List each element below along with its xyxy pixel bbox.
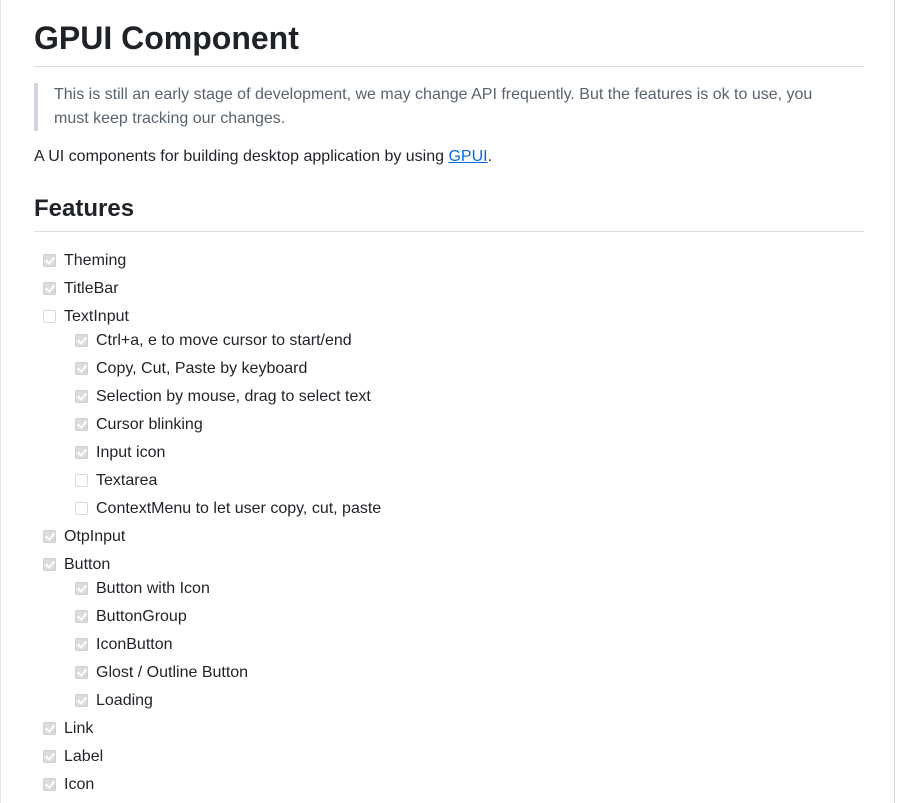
checked-checkbox[interactable] [75, 638, 88, 651]
checked-checkbox[interactable] [75, 390, 88, 403]
task-label: TextInput [64, 308, 129, 325]
checked-checkbox[interactable] [75, 446, 88, 459]
task-item-glost-outline-button: Glost / Outline Button [66, 659, 864, 687]
task-item-link: Link [34, 715, 864, 743]
task-item-selection-by-mouse-drag-to-select-text: Selection by mouse, drag to select text [66, 383, 864, 411]
task-label: Textarea [96, 472, 158, 489]
task-label: Button [64, 556, 111, 573]
intro-text: A UI components for building desktop app… [34, 148, 449, 165]
task-label: Link [64, 720, 94, 737]
development-note: This is still an early stage of developm… [34, 83, 864, 131]
task-label: Icon [64, 776, 95, 793]
task-label: OtpInput [64, 528, 126, 545]
task-item-ctrl-a-e-to-move-cursor-to-start-end: Ctrl+a, e to move cursor to start/end [66, 327, 864, 355]
task-item-buttongroup: ButtonGroup [66, 603, 864, 631]
task-item-cursor-blinking: Cursor blinking [66, 411, 864, 439]
checked-checkbox[interactable] [75, 610, 88, 623]
task-label: Copy, Cut, Paste by keyboard [96, 360, 308, 377]
checked-checkbox[interactable] [75, 334, 88, 347]
task-label: ContextMenu to let user copy, cut, paste [96, 500, 382, 517]
task-item-otpinput: OtpInput [34, 523, 864, 551]
checked-checkbox[interactable] [43, 530, 56, 543]
task-label: Ctrl+a, e to move cursor to start/end [96, 332, 352, 349]
task-label: ButtonGroup [96, 608, 187, 625]
readme-content: GPUI Component This is still an early st… [34, 0, 864, 799]
task-item-button-with-icon: Button with Icon [66, 575, 864, 603]
task-label: Selection by mouse, drag to select text [96, 388, 371, 405]
task-label: Button with Icon [96, 580, 210, 597]
task-label: TitleBar [64, 280, 119, 297]
task-label: Theming [64, 252, 127, 269]
task-item-icon: Icon [34, 771, 864, 799]
checked-checkbox[interactable] [75, 666, 88, 679]
task-item-theming: Theming [34, 247, 864, 275]
checked-checkbox[interactable] [75, 582, 88, 595]
checked-checkbox[interactable] [43, 750, 56, 763]
task-label: Cursor blinking [96, 416, 203, 433]
task-label: Glost / Outline Button [96, 664, 249, 681]
checked-checkbox[interactable] [75, 418, 88, 431]
checked-checkbox[interactable] [43, 778, 56, 791]
task-label: IconButton [96, 636, 173, 653]
task-item-titlebar: TitleBar [34, 275, 864, 303]
task-item-loading: Loading [66, 687, 864, 715]
page-title: GPUI Component [34, 18, 864, 67]
unchecked-checkbox[interactable] [43, 310, 56, 323]
task-item-input-icon: Input icon [66, 439, 864, 467]
task-item-textarea: Textarea [66, 467, 864, 495]
unchecked-checkbox[interactable] [75, 474, 88, 487]
checked-checkbox[interactable] [43, 722, 56, 735]
checked-checkbox[interactable] [43, 558, 56, 571]
unchecked-checkbox[interactable] [75, 502, 88, 515]
features-heading: Features [34, 194, 864, 232]
task-item-iconbutton: IconButton [66, 631, 864, 659]
task-item-copy-cut-paste-by-keyboard: Copy, Cut, Paste by keyboard [66, 355, 864, 383]
task-item-label: Label [34, 743, 864, 771]
intro-paragraph: A UI components for building desktop app… [34, 145, 864, 169]
task-label: Label [64, 748, 104, 765]
task-label: Input icon [96, 444, 166, 461]
intro-end: . [487, 148, 493, 165]
checked-checkbox[interactable] [43, 254, 56, 267]
task-item-contextmenu-to-let-user-copy-cut-paste: ContextMenu to let user copy, cut, paste [66, 495, 864, 523]
checked-checkbox[interactable] [75, 362, 88, 375]
checked-checkbox[interactable] [43, 282, 56, 295]
gpui-link[interactable]: GPUI [448, 148, 488, 165]
task-label: Loading [96, 692, 153, 709]
checked-checkbox[interactable] [75, 694, 88, 707]
